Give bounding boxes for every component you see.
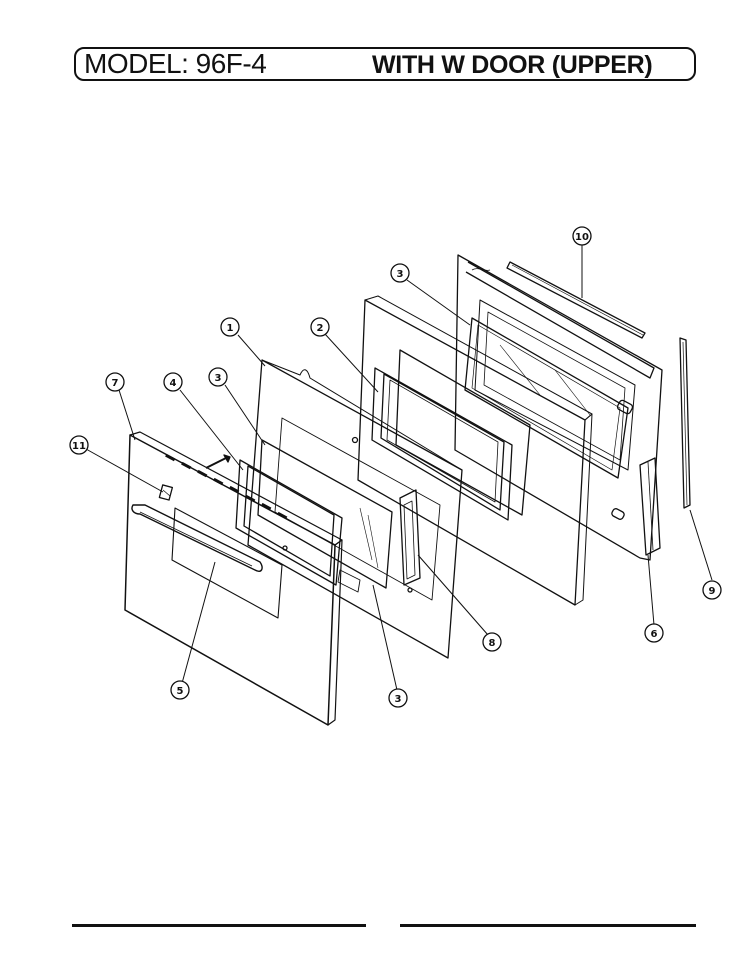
svg-text:1: 1 [227, 323, 234, 334]
callout-11: 11 [69, 435, 89, 455]
title-frame [74, 47, 696, 81]
leader-lines [85, 244, 713, 691]
callout-3-rear: 3 [390, 263, 410, 283]
svg-text:11: 11 [72, 441, 86, 452]
callout-3-bottom: 3 [388, 688, 408, 708]
part-7-outer-door-panel [124, 431, 343, 726]
svg-text:4: 4 [170, 378, 177, 389]
callout-1: 1 [220, 317, 240, 337]
part-5-door-handle [131, 504, 263, 572]
part-10-top-trim [506, 261, 646, 339]
inner-door-liner [454, 254, 663, 561]
callout-9: 9 [702, 580, 722, 600]
callout-4: 4 [163, 372, 183, 392]
svg-text:10: 10 [575, 232, 589, 243]
part-4-glass-retainer [235, 459, 343, 586]
svg-text:8: 8 [489, 638, 496, 649]
mounting-screw [205, 454, 231, 469]
callout-7: 7 [105, 372, 125, 392]
callout-5: 5 [170, 680, 190, 700]
part-3-rear-glass [464, 317, 629, 479]
svg-text:6: 6 [651, 629, 658, 640]
svg-text:3: 3 [397, 269, 404, 280]
callout-3-front: 3 [208, 367, 228, 387]
callout-8: 8 [482, 632, 502, 652]
callout-10: 10 [572, 226, 592, 246]
callout-6: 6 [644, 623, 664, 643]
callout-2: 2 [310, 317, 330, 337]
part-8-bracket [399, 489, 421, 586]
section-title: WITH W DOOR (UPPER) [372, 51, 653, 79]
svg-text:3: 3 [215, 373, 222, 384]
svg-text:9: 9 [709, 586, 716, 597]
svg-text:3: 3 [395, 694, 402, 705]
part-1-baffle-panel [247, 359, 463, 659]
part-3-front-glass [257, 439, 393, 593]
model-title: MODEL: 96F-4 [84, 48, 267, 79]
svg-text:5: 5 [177, 686, 184, 697]
footer-rule-right [400, 924, 696, 927]
door-frame [357, 295, 593, 606]
footer-rule-left [72, 924, 366, 927]
part-11-clip [158, 484, 174, 501]
svg-text:2: 2 [317, 323, 324, 334]
part-9-side-trim [679, 337, 691, 509]
callouts: 10 3 1 2 7 4 3 11 [69, 226, 722, 708]
svg-text:7: 7 [112, 378, 119, 389]
part-6-side-channel [639, 457, 661, 556]
